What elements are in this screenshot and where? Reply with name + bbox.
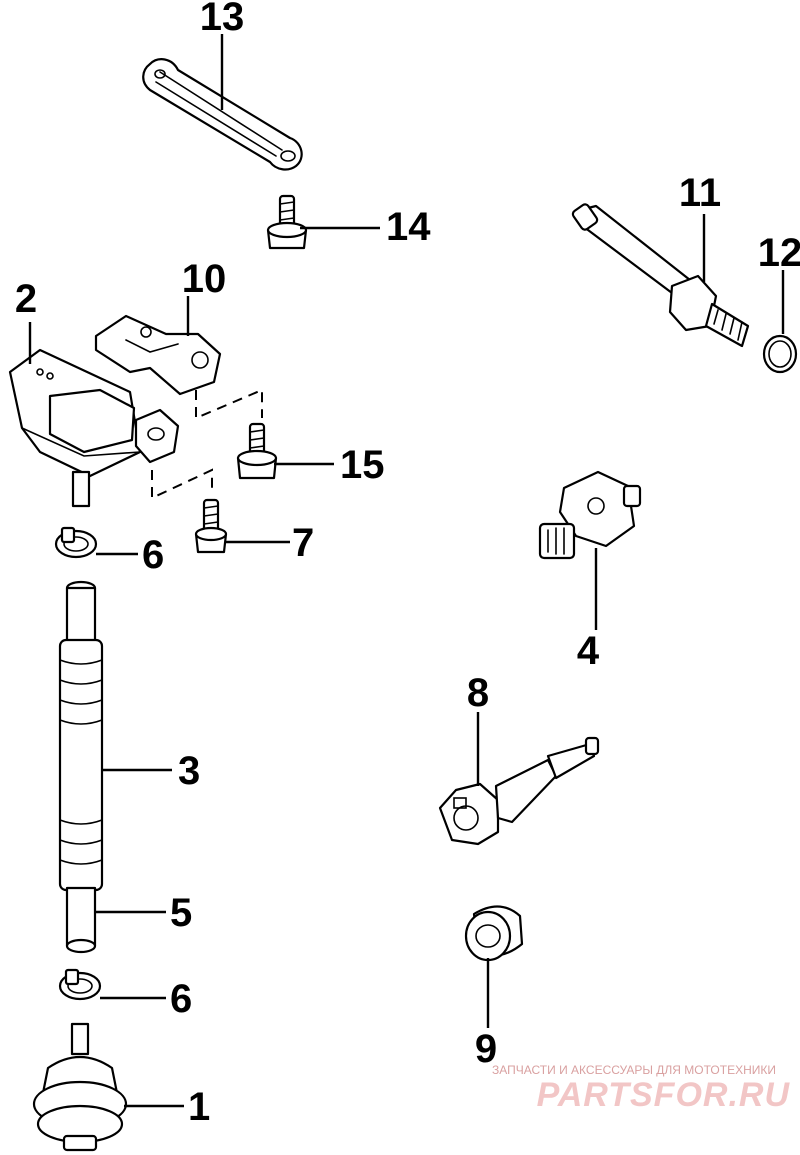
callout-5: 5 bbox=[170, 891, 192, 935]
callout-4: 4 bbox=[577, 629, 600, 673]
part-1-damper bbox=[32, 1022, 128, 1152]
part-6-clamp-bottom bbox=[58, 968, 102, 1001]
part-8-socket bbox=[438, 736, 600, 846]
callout-9: 9 bbox=[475, 1027, 497, 1071]
part-6-clamp-top bbox=[54, 526, 98, 559]
watermark-caption: ЗАПЧАСТИ И АКСЕССУАРЫ ДЛЯ МОТОТЕХНИКИ bbox=[492, 1063, 776, 1077]
part-15-bolt bbox=[236, 422, 278, 480]
assembly-line-7 bbox=[151, 468, 213, 500]
part-11-sensor bbox=[571, 203, 750, 348]
part-9-grommet bbox=[464, 905, 524, 962]
part-7-bolt bbox=[194, 498, 228, 554]
callout-12: 12 bbox=[758, 231, 800, 275]
callout-2: 2 bbox=[15, 277, 37, 321]
callout-13: 13 bbox=[200, 0, 245, 39]
leader-lines bbox=[28, 34, 785, 1108]
callout-15: 15 bbox=[340, 443, 385, 487]
callout-10: 10 bbox=[182, 257, 227, 301]
watermark: ЗАПЧАСТИ И АКСЕССУАРЫ ДЛЯ МОТОТЕХНИКИ PA… bbox=[492, 1063, 791, 1114]
part-4-knock-sensor bbox=[538, 470, 642, 560]
part-2-sensor bbox=[8, 348, 180, 508]
callout-8: 8 bbox=[467, 671, 489, 715]
callout-1: 1 bbox=[188, 1085, 210, 1129]
part-12-o-ring bbox=[762, 334, 798, 374]
part-13-bracket bbox=[142, 58, 303, 171]
part-14-bolt bbox=[266, 194, 308, 250]
watermark-brand: PARTSFOR.RU bbox=[537, 1076, 791, 1114]
callout-numbers: 13 14 11 12 2 10 15 7 6 4 3 8 5 6 9 1 bbox=[15, 0, 800, 1129]
part-3-hose bbox=[58, 580, 104, 954]
callout-3: 3 bbox=[178, 749, 200, 793]
assembly-line-15 bbox=[195, 388, 263, 420]
callout-11: 11 bbox=[679, 171, 721, 215]
callout-7: 7 bbox=[292, 521, 314, 565]
callout-14: 14 bbox=[386, 205, 431, 249]
part-10-bracket bbox=[94, 314, 222, 396]
callout-6-top: 6 bbox=[142, 533, 164, 577]
callout-6-bottom: 6 bbox=[170, 977, 192, 1021]
